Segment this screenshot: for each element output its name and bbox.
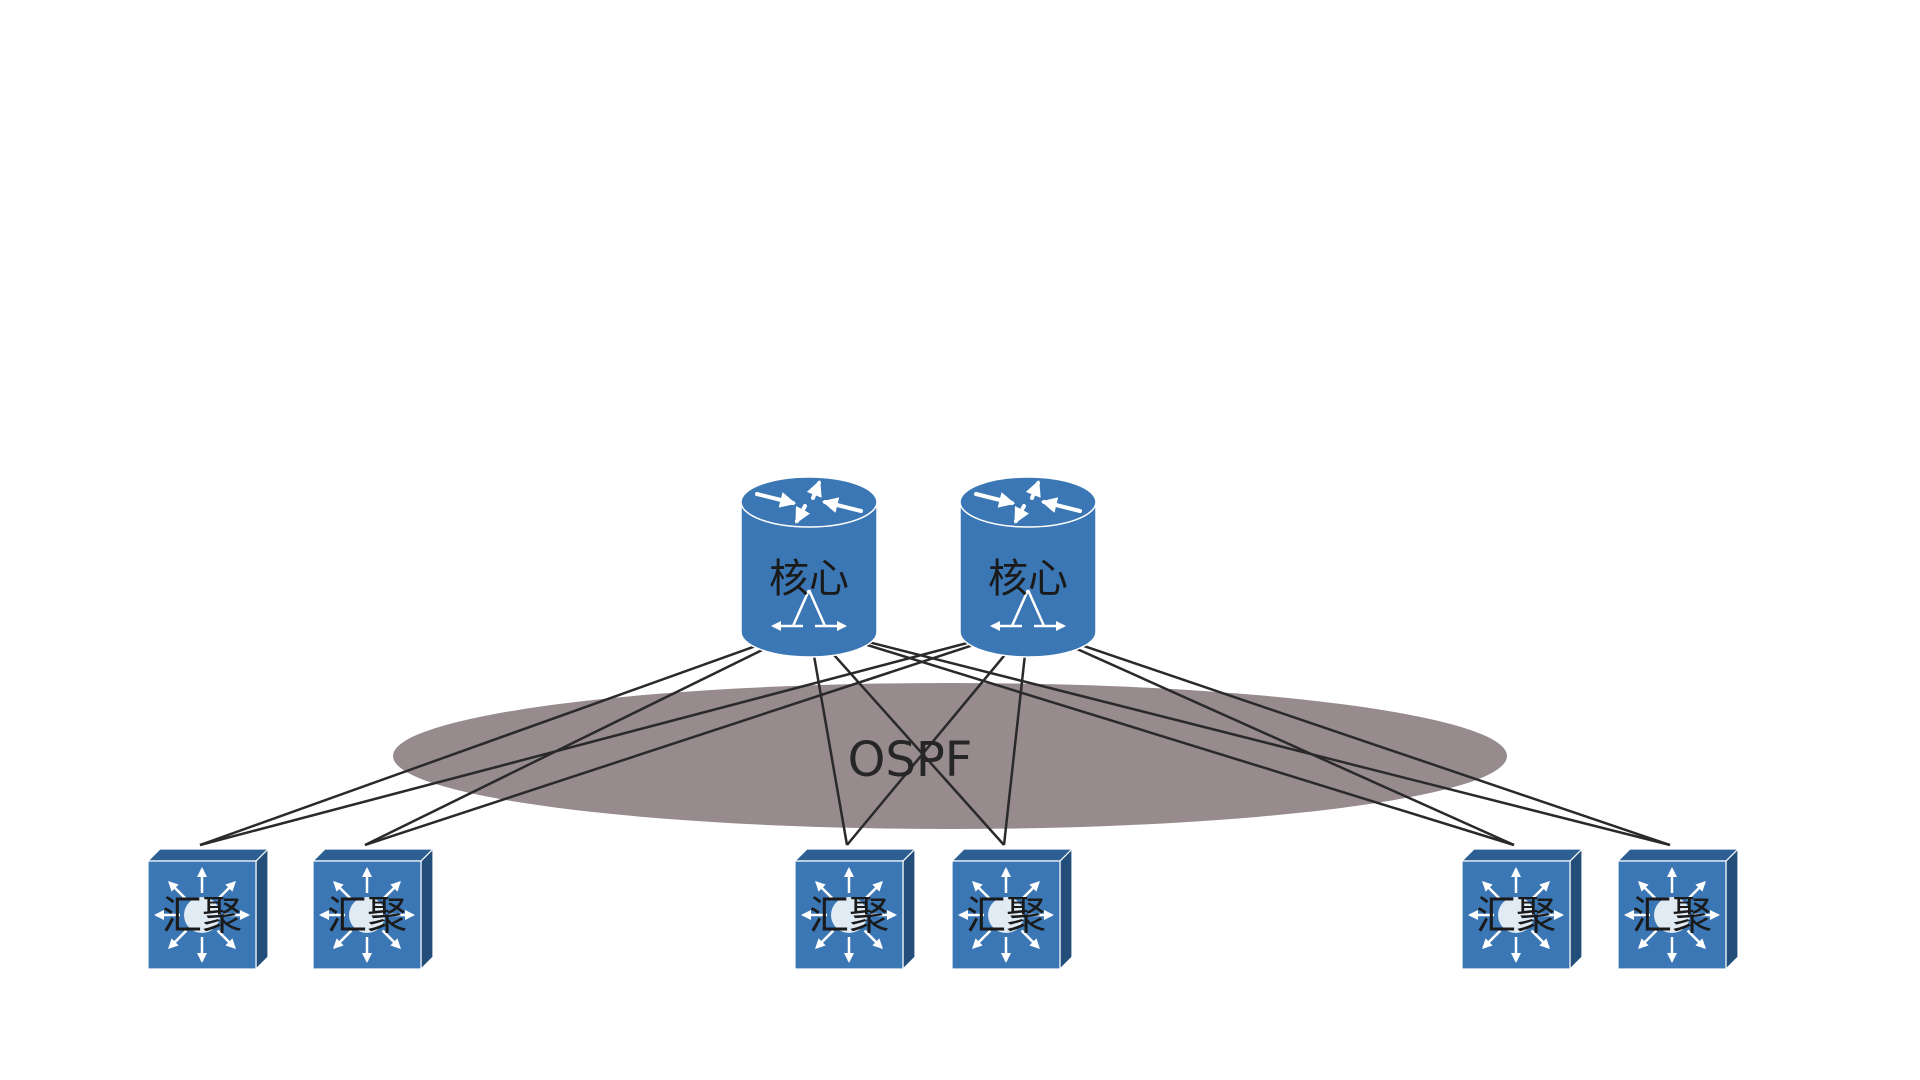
aggregation-switch-node: 汇聚 [950, 847, 1074, 971]
aggregation-switch-label: 汇聚 [1476, 893, 1556, 939]
link-core-2-agg-2 [364, 625, 1029, 847]
router-uplink-icon [990, 589, 1066, 631]
aggregation-switch-node: 汇聚 [311, 847, 435, 971]
core-router-node: 核心 [959, 476, 1097, 658]
router-uplink-icon [771, 589, 847, 631]
router-arrows-icon [755, 480, 863, 524]
aggregation-switch-label: 汇聚 [966, 893, 1046, 939]
link-core-2-agg-3 [846, 626, 1029, 846]
switch-arrows-icon [1468, 867, 1564, 963]
aggregation-switch-label: 汇聚 [809, 893, 889, 939]
aggregation-switch-node: 汇聚 [1616, 847, 1740, 971]
link-core-1-agg-6 [808, 625, 1671, 847]
link-core-2-agg-1 [199, 625, 1029, 847]
router-icon [740, 501, 878, 658]
link-core-2-agg-6 [1027, 625, 1671, 847]
aggregation-switch-label: 汇聚 [1632, 893, 1712, 939]
switch-arrows-icon [801, 867, 897, 963]
aggregation-switch-node: 汇聚 [793, 847, 917, 971]
router-arrows-icon [974, 480, 1082, 524]
core-router-node: 核心 [740, 476, 878, 658]
switch-arrows-icon [154, 867, 250, 963]
ospf-area [393, 683, 1507, 829]
aggregation-switch-label: 汇聚 [327, 893, 407, 939]
link-core-2-agg-4 [1002, 626, 1030, 846]
switch-arrows-icon [958, 867, 1054, 963]
core-router-label: 核心 [769, 556, 849, 602]
switch-arrows-icon [1624, 867, 1720, 963]
router-icon [959, 501, 1097, 658]
switch-arrows-icon [319, 867, 415, 963]
ospf-area-label: OSPF [848, 732, 973, 788]
aggregation-switch-node: 汇聚 [1460, 847, 1584, 971]
link-core-1-agg-3 [807, 626, 849, 846]
link-core-1-agg-4 [808, 626, 1005, 846]
link-core-1-agg-1 [199, 625, 810, 847]
link-core-2-agg-5 [1027, 625, 1515, 847]
aggregation-switch-node: 汇聚 [146, 847, 270, 971]
link-core-1-agg-2 [364, 625, 810, 847]
aggregation-switch-label: 汇聚 [162, 893, 242, 939]
core-router-label: 核心 [988, 556, 1068, 602]
link-core-1-agg-5 [808, 625, 1515, 847]
link-group [199, 625, 1671, 847]
